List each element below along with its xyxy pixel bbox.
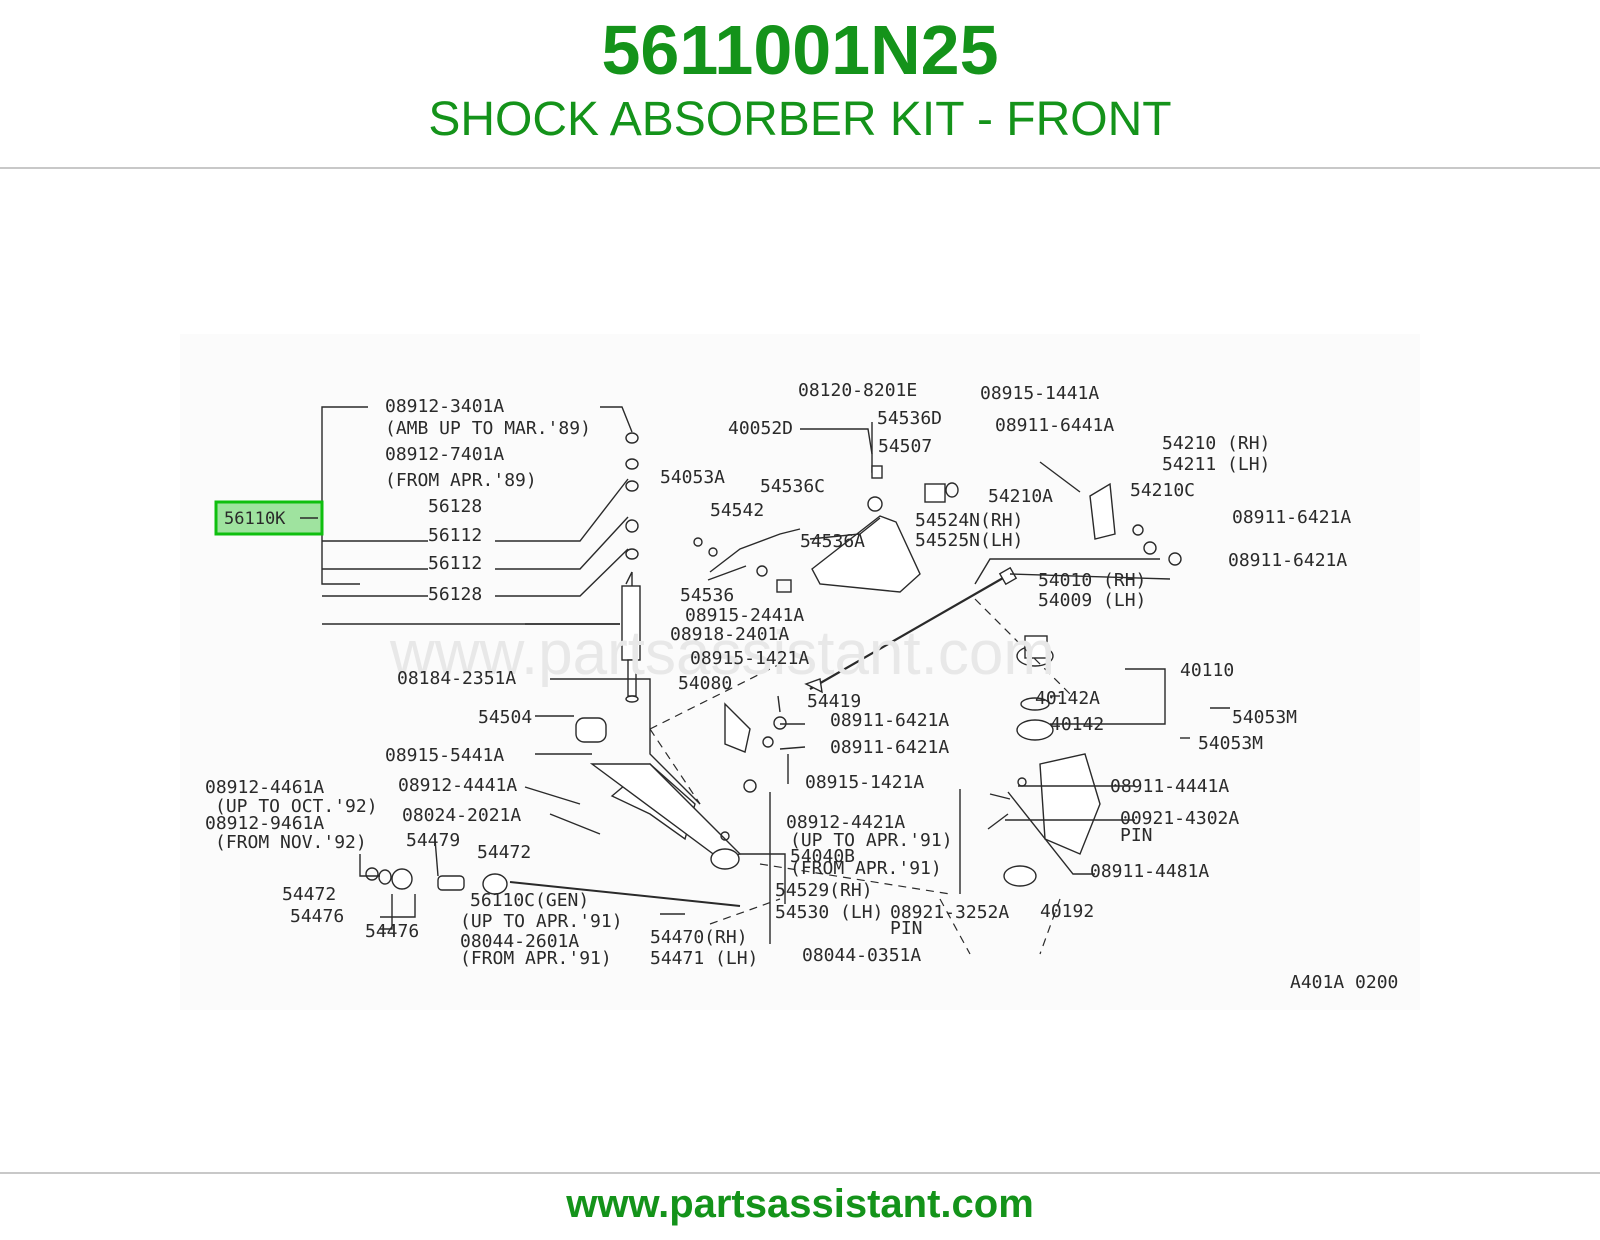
diagram-code: A401A 0200 [1290, 972, 1398, 993]
part-label: 54536 [680, 585, 734, 606]
part-label: 54009 (LH) [1038, 590, 1146, 611]
page-header: 5611001N25 SHOCK ABSORBER KIT - FRONT [0, 0, 1600, 168]
part-label: 54471 (LH) [650, 948, 758, 969]
part-label: 08911-6421A [1228, 550, 1347, 571]
part-label: (FROM APR.'91) [790, 858, 942, 879]
part-label: 08921-3252A [890, 902, 1009, 923]
part-label: (UP TO OCT.'92) [215, 796, 378, 817]
part-label: 40192 [1040, 901, 1094, 922]
highlighted-part-label: 56110K [224, 509, 286, 529]
part-label: 54504 [478, 707, 532, 728]
part-label: (AMB UP TO MAR.'89) [385, 418, 591, 439]
part-label: 54507 [878, 436, 932, 457]
part-label: 56112 [428, 525, 482, 546]
part-label: 54472 [477, 842, 531, 863]
part-label: 54524N(RH) [915, 510, 1023, 531]
part-label: 54472 [282, 884, 336, 905]
part-label: 08184-2351A [397, 668, 516, 689]
part-description-subtitle: SHOCK ABSORBER KIT - FRONT [428, 93, 1172, 146]
part-label: 54053M [1198, 733, 1263, 754]
part-label: 08912-4461A [205, 777, 324, 798]
footer-divider [0, 1172, 1600, 1174]
part-label: 08912-4421A [786, 812, 905, 833]
part-label: 08912-4441A [398, 775, 517, 796]
part-label: 54040B [790, 846, 855, 867]
part-label: 00921-4302A [1120, 808, 1239, 829]
parts-diagram: www.partsassistant.com 56110K 08912-3401… [180, 334, 1420, 1010]
part-label: 08912-7401A [385, 444, 504, 465]
part-label: 56128 [428, 496, 482, 517]
part-label: 54211 (LH) [1162, 454, 1270, 475]
part-label: 40110 [1180, 660, 1234, 681]
part-label: 08911-6441A [995, 415, 1114, 436]
part-label: 40142A [1035, 688, 1100, 709]
part-label: 54536D [877, 408, 942, 429]
part-label: 08911-4441A [1110, 776, 1229, 797]
part-label: (FROM APR.'91) [460, 948, 612, 969]
part-label: 54525N(LH) [915, 530, 1023, 551]
part-label: 54476 [365, 921, 419, 942]
part-label: 54530 (LH) [775, 902, 883, 923]
part-label: 08915-1441A [980, 383, 1099, 404]
part-label: 54542 [710, 500, 764, 521]
part-label: 54210C [1130, 480, 1195, 501]
part-label: 54536A [800, 531, 865, 552]
part-label: (FROM APR.'89) [385, 470, 537, 491]
part-number-title: 5611001N25 [601, 11, 999, 89]
part-label: 08915-1421A [690, 648, 809, 669]
part-label: 54470(RH) [650, 927, 748, 948]
part-label: 08918-2401A [670, 624, 789, 645]
part-label: 54053A [660, 467, 725, 488]
part-label: 54080 [678, 673, 732, 694]
part-label: 08912-3401A [385, 396, 504, 417]
part-label: 08911-4481A [1090, 861, 1209, 882]
part-label: 40142 [1050, 714, 1104, 735]
part-label: 08911-6421A [830, 710, 949, 731]
part-label: 54053M [1232, 707, 1297, 728]
part-label: 08912-9461A [205, 813, 324, 834]
part-label: (UP TO APR.'91) [790, 830, 953, 851]
part-label: 54210 (RH) [1162, 433, 1270, 454]
part-label: 40052D [728, 418, 793, 439]
header-divider [0, 167, 1600, 169]
part-label: PIN [890, 918, 923, 939]
part-labels: 08912-3401A(AMB UP TO MAR.'89) 08912-7401… [205, 380, 1351, 969]
part-label: 54476 [290, 906, 344, 927]
part-label: (UP TO APR.'91) [460, 911, 623, 932]
part-label: 56128 [428, 584, 482, 605]
diagram-watermark: www.partsassistant.com [389, 619, 1055, 688]
part-label: 08044-0351A [802, 945, 921, 966]
part-label: 08911-6421A [830, 737, 949, 758]
site-url[interactable]: www.partsassistant.com [566, 1182, 1034, 1226]
part-label: 54210A [988, 486, 1053, 507]
part-label: PIN [1120, 825, 1153, 846]
part-label: 08044-2601A [460, 931, 579, 952]
part-label: 56110C(GEN) [470, 890, 589, 911]
part-label: 54010 (RH) [1038, 570, 1146, 591]
highlighted-part-56110k[interactable]: 56110K [214, 500, 324, 536]
part-label: 54419 [807, 691, 861, 712]
parts-diagram-drawing: www.partsassistant.com 56110K 08912-3401… [205, 380, 1398, 993]
part-label: 54536C [760, 476, 825, 497]
part-label: 08120-8201E [798, 380, 917, 401]
part-label: 54479 [406, 830, 460, 851]
part-label: 54529(RH) [775, 880, 873, 901]
part-label: 08915-2441A [685, 605, 804, 626]
part-label: 08915-1421A [805, 772, 924, 793]
part-label: 08911-6421A [1232, 507, 1351, 528]
part-label: 56112 [428, 553, 482, 574]
part-label: (FROM NOV.'92) [215, 832, 367, 853]
part-label: 08024-2021A [402, 805, 521, 826]
part-label: 08915-5441A [385, 745, 504, 766]
